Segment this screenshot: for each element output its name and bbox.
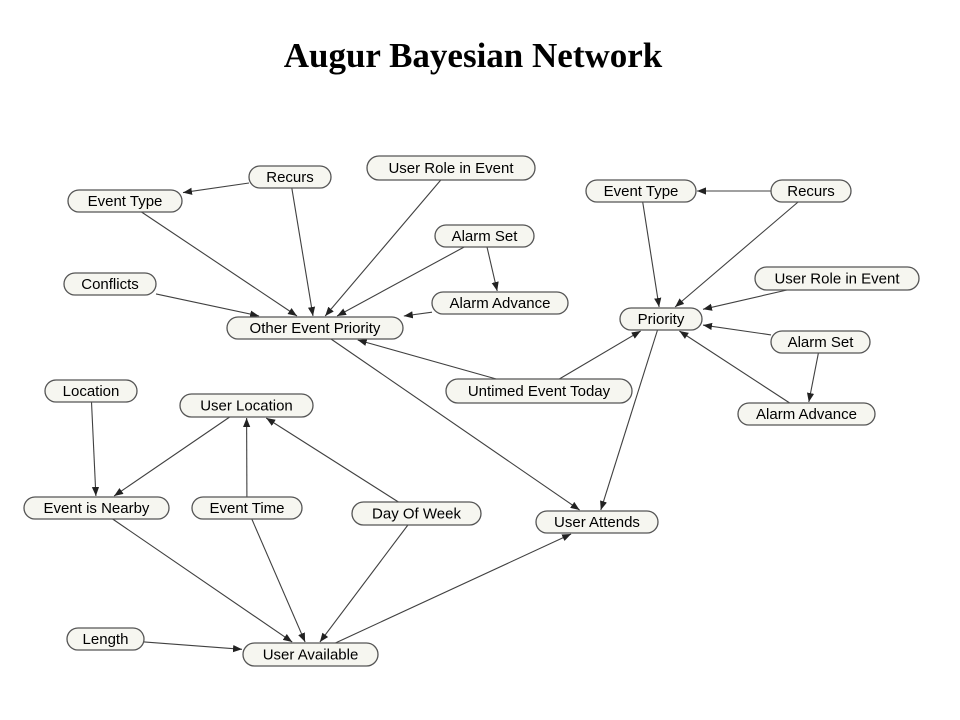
node-label-other-event-priority: Other Event Priority [250, 320, 381, 337]
node-label-priority: Priority [638, 311, 685, 328]
edge-alarm-advance-l-to-other-event-priority [403, 311, 433, 319]
node-user-role-l: User Role in Event [366, 155, 536, 181]
node-shape-user-role-r [754, 266, 920, 291]
edges-layer [90, 179, 819, 653]
node-alarm-set-l: Alarm Set [434, 224, 535, 248]
node-shape-event-type-r [585, 179, 697, 203]
edge-alarm-set-r-to-priority [702, 322, 772, 336]
node-shape-alarm-advance-l [431, 291, 569, 315]
edge-location-to-event-is-nearby [90, 401, 100, 497]
edge-event-is-nearby-to-user-available [112, 518, 293, 643]
node-shape-untimed-event-today [445, 378, 633, 404]
edge-event-time-to-user-available [251, 518, 306, 643]
node-shape-alarm-set-r [770, 330, 871, 354]
node-location: Location [44, 379, 138, 403]
edge-alarm-set-r-to-alarm-advance-r [806, 352, 819, 403]
edge-length-to-user-available [143, 641, 243, 653]
node-shape-event-time [191, 496, 303, 520]
node-alarm-advance-l: Alarm Advance [431, 291, 569, 315]
node-event-type-l: Event Type [67, 189, 183, 213]
edge-untimed-event-today-to-other-event-priority [357, 338, 497, 380]
node-label-conflicts: Conflicts [81, 276, 139, 293]
node-alarm-advance-r: Alarm Advance [737, 402, 876, 426]
node-shape-alarm-set-l [434, 224, 535, 248]
edge-user-role-r-to-priority [702, 289, 788, 311]
node-alarm-set-r: Alarm Set [770, 330, 871, 354]
node-conflicts: Conflicts [63, 272, 157, 296]
node-label-event-type-r: Event Type [604, 183, 679, 200]
edge-other-event-priority-to-user-attends [330, 338, 580, 511]
edge-untimed-event-today-to-priority [559, 330, 641, 380]
node-event-time: Event Time [191, 496, 303, 520]
node-shape-day-of-week [351, 501, 482, 526]
node-label-alarm-advance-r: Alarm Advance [756, 406, 857, 423]
node-shape-location [44, 379, 138, 403]
edge-alarm-advance-r-to-priority [679, 330, 791, 404]
edge-recurs-r-to-priority [674, 201, 799, 308]
node-shape-other-event-priority [226, 316, 404, 340]
node-user-attends: User Attends [535, 510, 659, 534]
node-shape-recurs-l [248, 165, 332, 189]
node-label-user-attends: User Attends [554, 514, 640, 531]
node-day-of-week: Day Of Week [351, 501, 482, 526]
edge-priority-to-user-attends [600, 329, 659, 511]
node-shape-length [66, 627, 145, 651]
node-shape-user-attends [535, 510, 659, 534]
node-label-user-location: User Location [200, 398, 293, 415]
node-label-length: Length [83, 631, 129, 648]
edge-user-location-to-event-is-nearby [113, 416, 231, 497]
node-shape-event-type-l [67, 189, 183, 213]
node-user-available: User Available [242, 642, 379, 667]
edge-alarm-set-l-to-other-event-priority [336, 246, 465, 317]
node-label-event-type-l: Event Type [88, 193, 163, 210]
edge-recurs-l-to-event-type-l [182, 182, 250, 195]
node-shape-alarm-advance-r [737, 402, 876, 426]
node-untimed-event-today: Untimed Event Today [445, 378, 633, 404]
node-label-user-role-r: User Role in Event [774, 271, 900, 288]
node-event-is-nearby: Event is Nearby [23, 496, 170, 520]
node-priority: Priority [619, 307, 703, 331]
node-length: Length [66, 627, 145, 651]
node-user-role-r: User Role in Event [754, 266, 920, 291]
node-shape-user-available [242, 642, 379, 667]
edge-event-type-l-to-other-event-priority [141, 211, 298, 317]
node-label-location: Location [63, 383, 120, 400]
node-label-recurs-r: Recurs [787, 183, 835, 200]
edge-recurs-l-to-other-event-priority [291, 187, 316, 317]
node-user-location: User Location [179, 393, 314, 418]
node-label-alarm-set-r: Alarm Set [788, 334, 855, 351]
edge-user-role-l-to-other-event-priority [324, 179, 442, 317]
node-recurs-r: Recurs [770, 179, 852, 203]
node-label-user-available: User Available [263, 647, 359, 664]
diagram-title: Augur Bayesian Network [283, 36, 663, 75]
node-shape-user-location [179, 393, 314, 418]
edge-day-of-week-to-user-available [319, 524, 409, 643]
node-shape-user-role-l [366, 155, 536, 181]
node-label-alarm-set-l: Alarm Set [452, 228, 519, 245]
node-label-event-is-nearby: Event is Nearby [44, 500, 150, 517]
node-label-alarm-advance-l: Alarm Advance [450, 295, 551, 312]
node-shape-recurs-r [770, 179, 852, 203]
node-label-recurs-l: Recurs [266, 169, 314, 186]
edge-alarm-set-l-to-alarm-advance-l [486, 246, 499, 292]
edge-day-of-week-to-user-location [265, 417, 399, 503]
node-label-event-time: Event Time [209, 500, 284, 517]
node-other-event-priority: Other Event Priority [226, 316, 404, 340]
node-event-type-r: Event Type [585, 179, 697, 203]
edge-conflicts-to-other-event-priority [155, 293, 260, 318]
node-shape-priority [619, 307, 703, 331]
node-label-day-of-week: Day Of Week [372, 506, 461, 523]
edge-user-available-to-user-attends [335, 533, 572, 644]
edge-event-type-r-to-priority [642, 201, 662, 308]
node-recurs-l: Recurs [248, 165, 332, 189]
node-shape-conflicts [63, 272, 157, 296]
node-shape-event-is-nearby [23, 496, 170, 520]
node-label-user-role-l: User Role in Event [388, 160, 514, 177]
node-label-untimed-event-today: Untimed Event Today [468, 383, 611, 400]
